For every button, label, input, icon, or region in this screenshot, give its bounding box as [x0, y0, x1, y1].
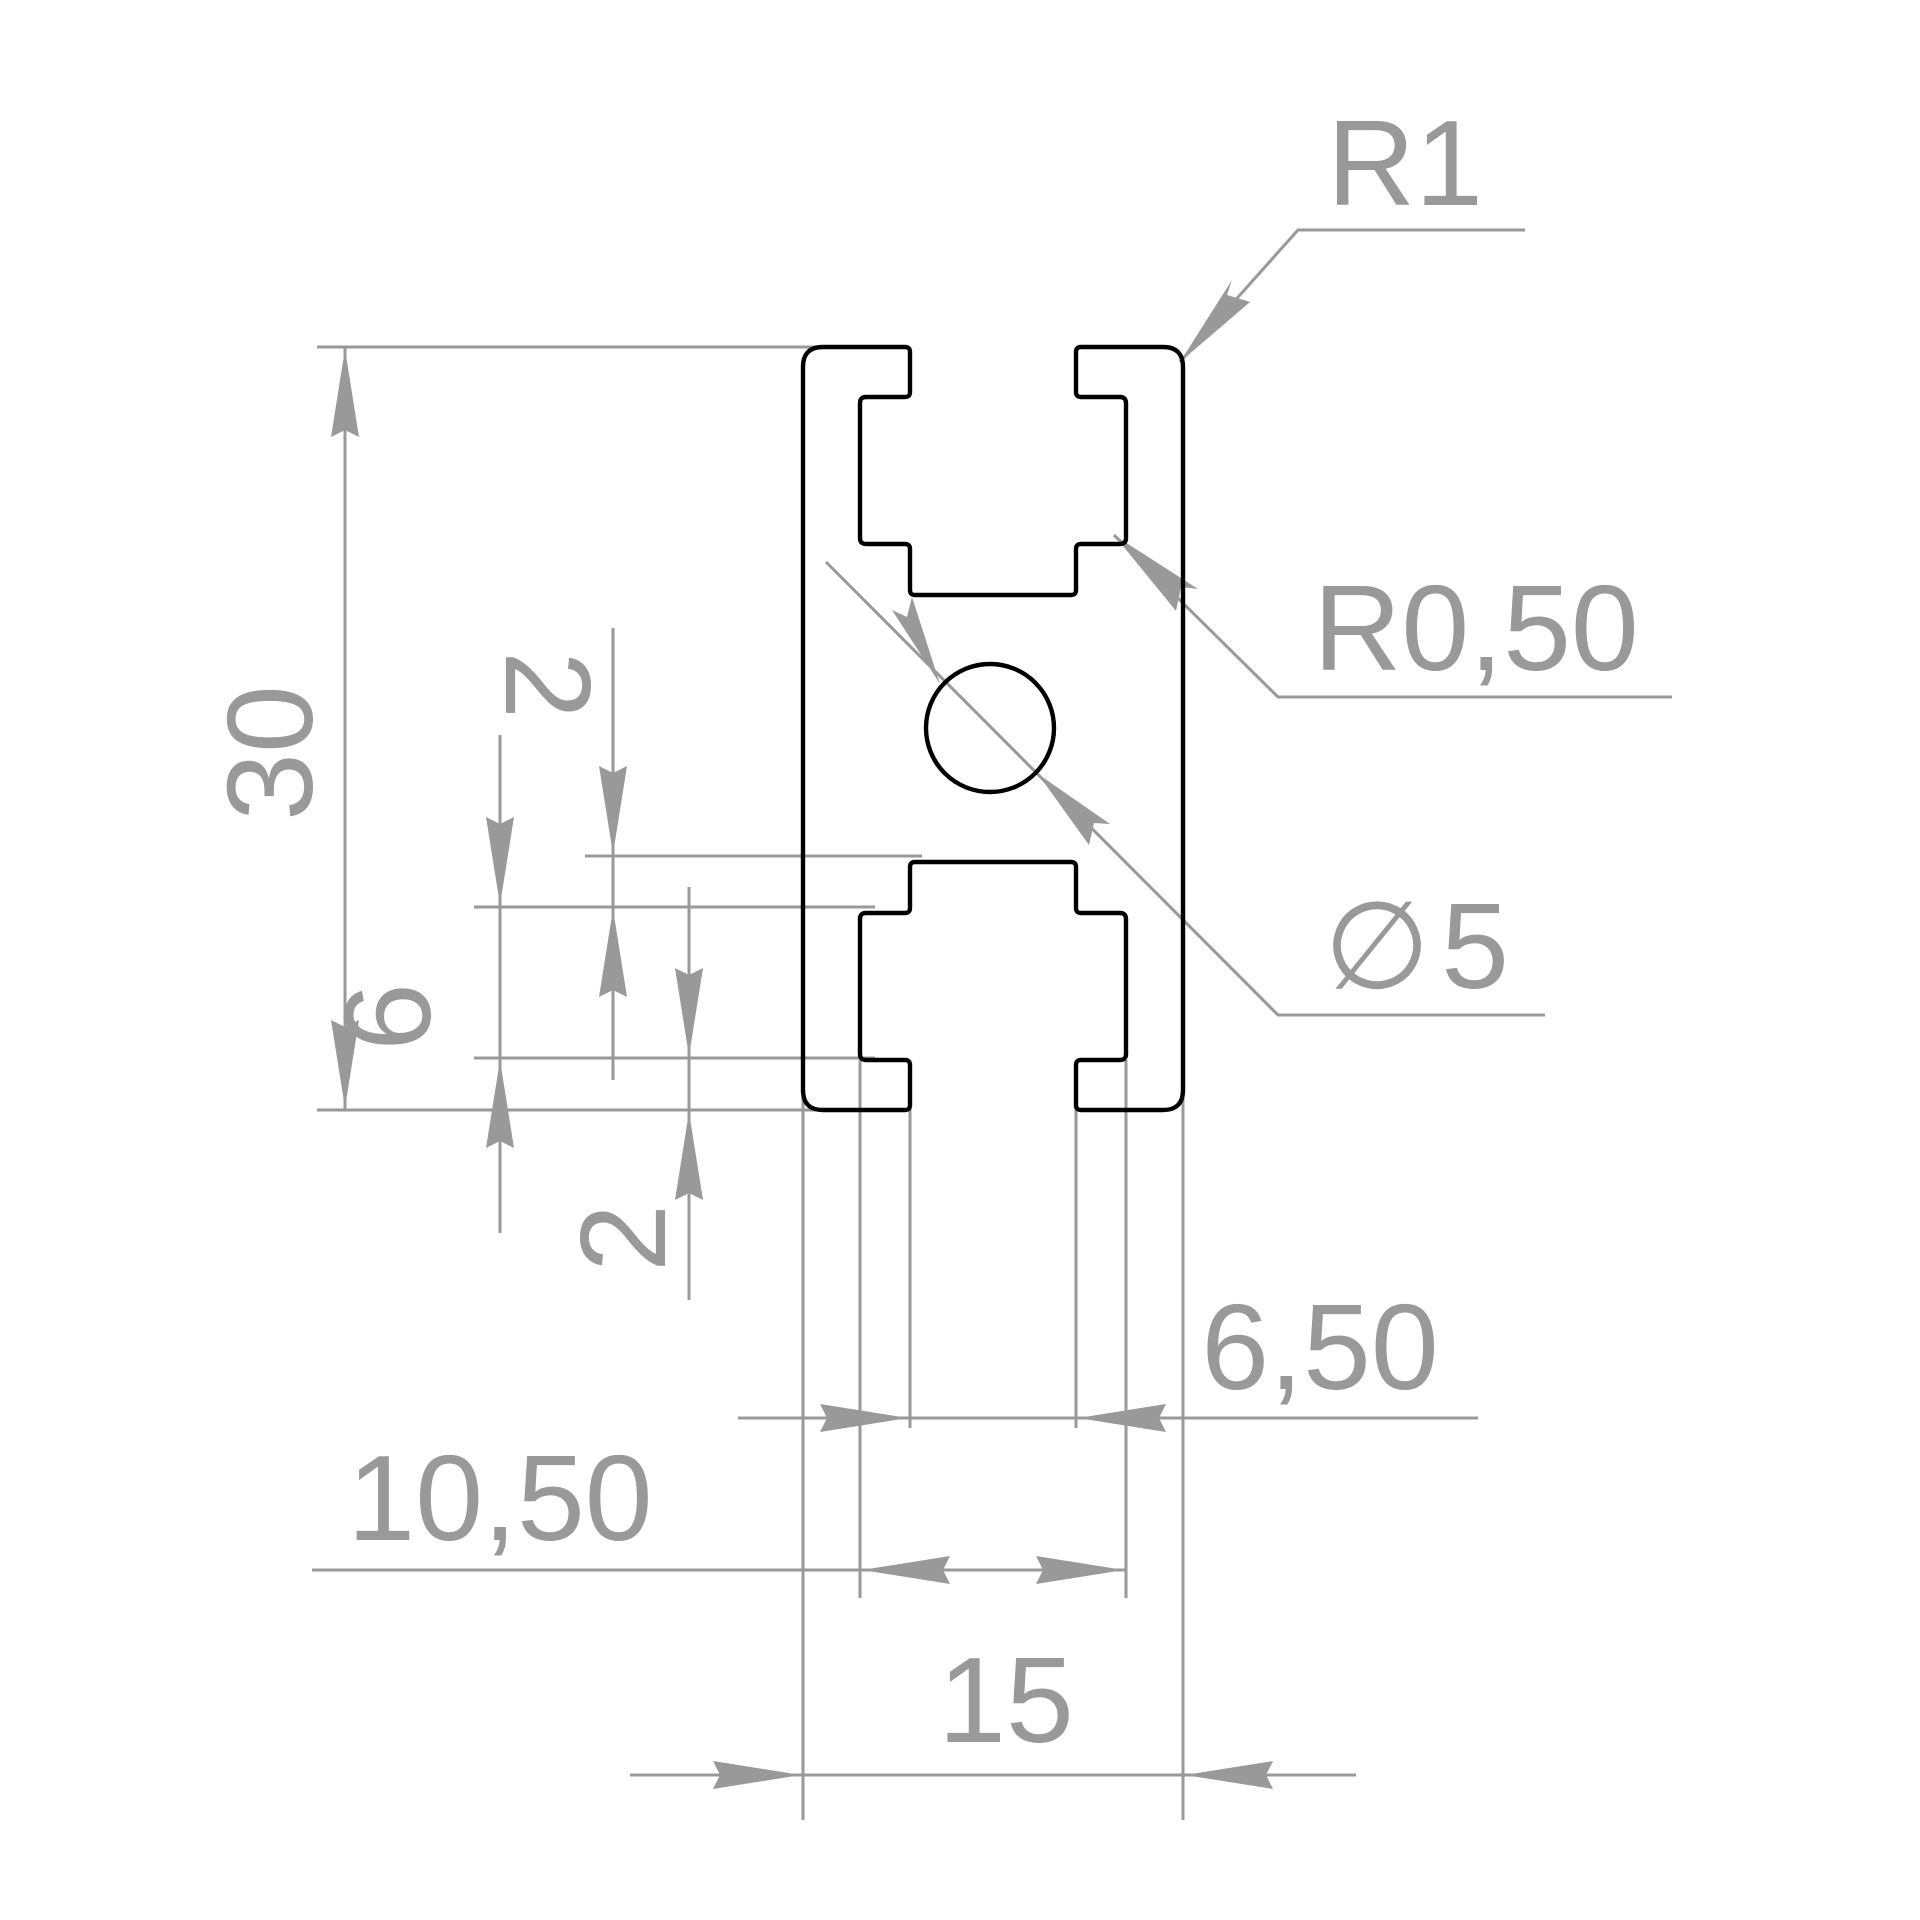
- arrow-r050: [1114, 535, 1198, 611]
- arrow-6-bottom: [486, 1060, 514, 1148]
- dim-lip-lower-label: 2: [555, 1204, 691, 1272]
- arrow-2-upper-a: [599, 766, 627, 854]
- dim-diameter-label: 5: [1441, 878, 1509, 1014]
- dim-slot-opening-label: 6,50: [1201, 1279, 1438, 1415]
- arrow-2-lower-b: [675, 1112, 703, 1200]
- arrow-15-left: [713, 1761, 801, 1789]
- dim-r050-label: R0,50: [1313, 560, 1639, 696]
- arrow-15-right: [1185, 1761, 1273, 1789]
- arrow-30-top: [331, 349, 359, 437]
- extension-lines: [317, 345, 1185, 1820]
- arrow-2-upper-b: [599, 909, 627, 997]
- arrow-1050-left: [862, 1556, 950, 1584]
- dim-lip-upper-label: 2: [480, 651, 616, 719]
- arrow-650-right: [1078, 1404, 1166, 1432]
- dim-diameter-symbol: ∅: [1324, 878, 1430, 1014]
- dim-slot-depth-label: 6: [320, 983, 456, 1051]
- arrow-1050-right: [1036, 1556, 1124, 1584]
- center-hole: [923, 661, 1057, 795]
- arrow-6-top: [486, 817, 514, 905]
- arrow-650-left: [820, 1404, 908, 1432]
- arrow-2-lower-a: [675, 968, 703, 1056]
- dim-height-label: 30: [202, 685, 338, 821]
- arrow-30-bottom: [331, 1020, 359, 1108]
- arrow-dia-2: [1038, 774, 1110, 845]
- arrow-r1: [1180, 280, 1250, 362]
- dim-width-label: 15: [938, 1632, 1074, 1768]
- arrowheads: [331, 280, 1273, 1789]
- arrow-dia-1: [892, 597, 940, 684]
- dim-r1-label: R1: [1327, 95, 1483, 231]
- profile-outline: [800, 344, 1186, 1113]
- dim-slot-offset-label: 10,50: [347, 1430, 652, 1566]
